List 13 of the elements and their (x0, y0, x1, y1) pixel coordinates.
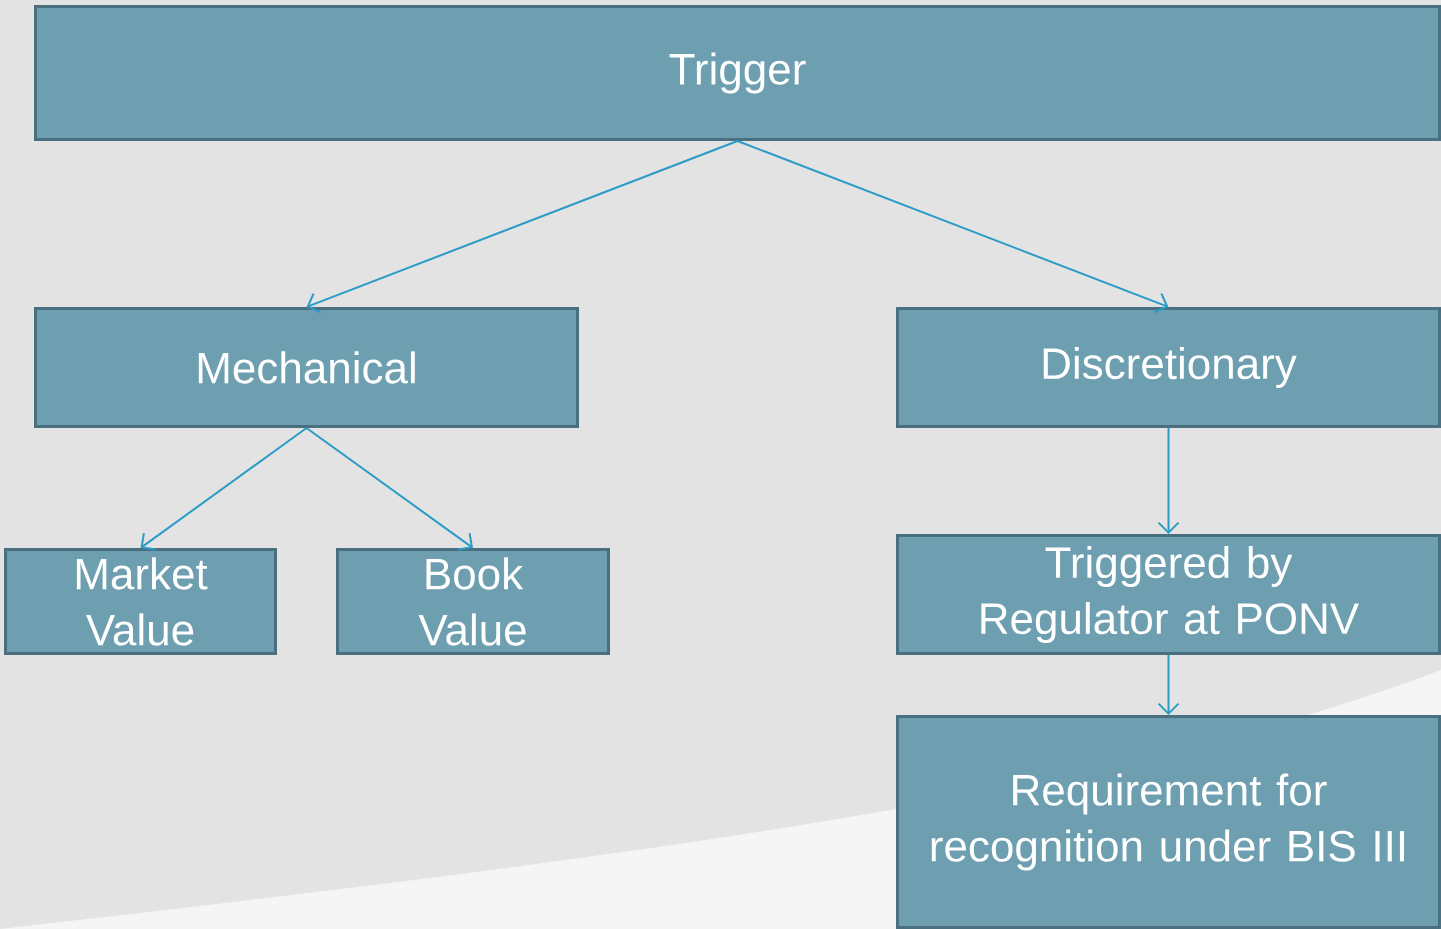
process-box: Requirement for recognition under BIS III (896, 715, 1441, 929)
arrow (305, 427, 473, 551)
arrow (1157, 427, 1180, 534)
arrow (306, 140, 739, 314)
process-box: Book Value (336, 548, 610, 655)
process-box: Mechanical (34, 307, 579, 428)
process-box: Market Value (4, 548, 277, 655)
arrow (1157, 654, 1180, 715)
arrow (140, 427, 308, 551)
process-box: Discretionary (896, 307, 1441, 428)
process-box: Triggered by Regulator at PONV (896, 534, 1441, 655)
process-box: Trigger (34, 5, 1441, 141)
arrow (736, 140, 1169, 314)
